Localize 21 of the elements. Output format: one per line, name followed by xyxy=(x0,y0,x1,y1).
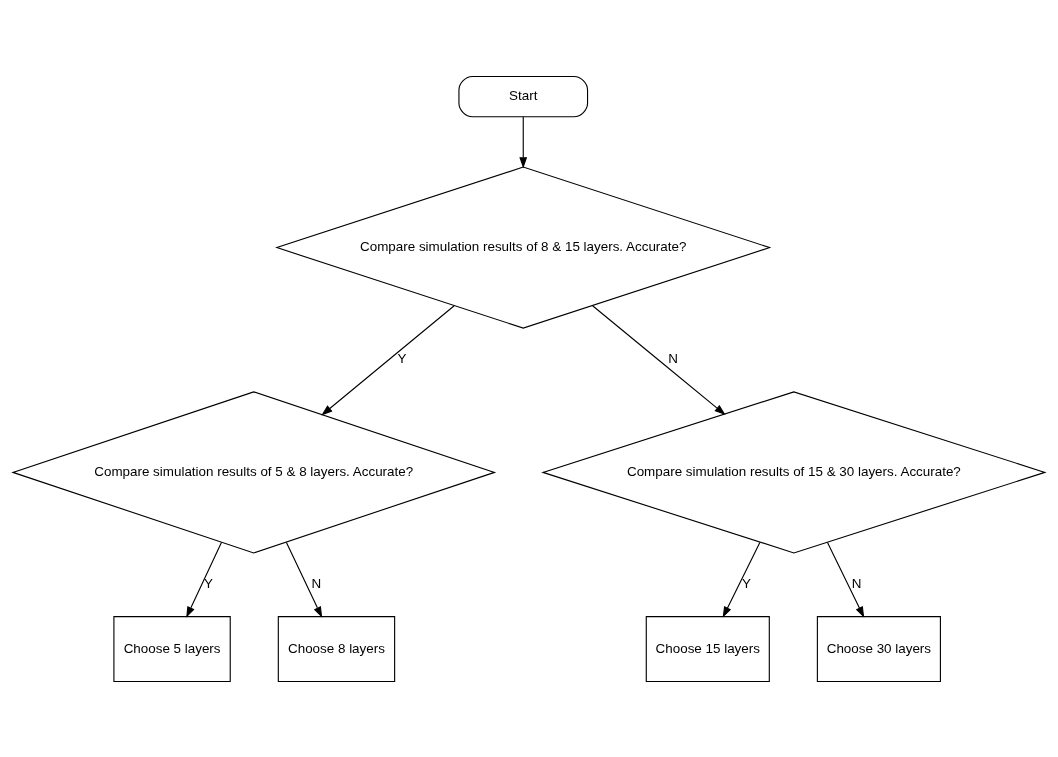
node-diamond: Compare simulation results of 5 & 8 layers. Accurate? xyxy=(11,390,497,553)
edge-label: Y xyxy=(741,575,751,591)
edge-label: Y xyxy=(203,575,213,591)
node-box: Choose 15 layers xyxy=(645,615,770,682)
node-box: Choose 30 layers xyxy=(816,615,941,682)
arrow xyxy=(592,304,726,415)
arrow xyxy=(826,541,865,618)
edge-label: Y xyxy=(397,350,407,366)
arrow xyxy=(186,541,222,618)
edge-label: N xyxy=(851,575,862,591)
edge-label: N xyxy=(668,350,678,366)
arrow xyxy=(519,115,528,168)
node-diamond: Compare simulation results of 8 & 15 layers. Accurate? xyxy=(275,165,772,329)
node-box: Choose 8 layers xyxy=(277,615,396,682)
node-box: Start xyxy=(458,75,589,117)
arrow xyxy=(321,304,455,415)
node-diamond: Compare simulation results of 15 & 30 layers. Accurate? xyxy=(541,390,1047,553)
edge-label: N xyxy=(311,575,322,591)
arrow xyxy=(285,541,323,618)
node-box: Choose 5 layers xyxy=(113,615,231,682)
arrow xyxy=(722,541,761,618)
